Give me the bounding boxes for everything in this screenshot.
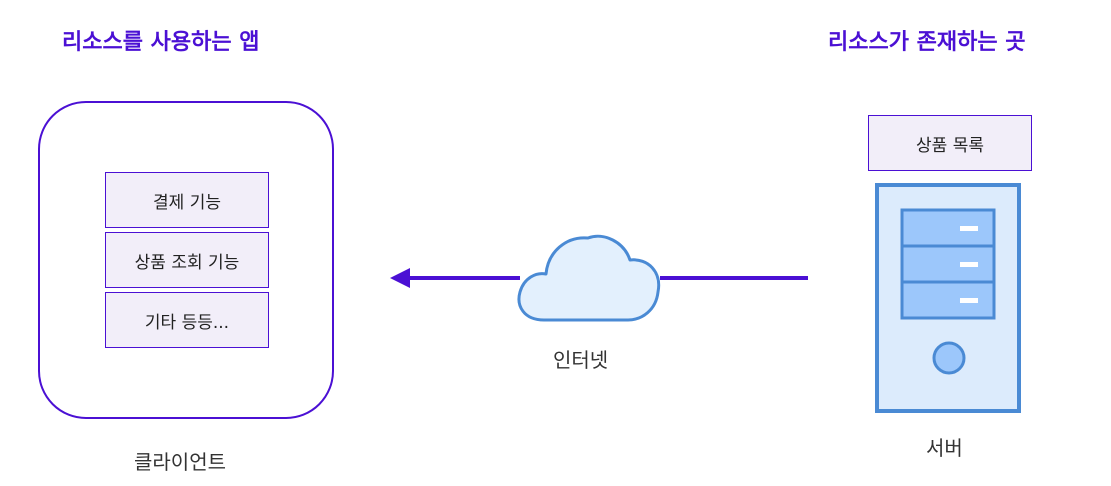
feature-product-lookup: 상품 조회 기능 [105, 232, 269, 288]
drive-bay-2 [900, 244, 996, 284]
drive-bay-1 [900, 208, 996, 248]
server-label: 서버 [926, 436, 963, 460]
internet-label: 인터넷 [553, 348, 609, 372]
power-button [932, 341, 966, 375]
resource-product-list: 상품 목록 [868, 115, 1032, 171]
server-tower-icon [875, 183, 1021, 413]
client-frame [38, 101, 334, 419]
server-side-heading: 리소스가 존재하는 곳 [828, 30, 1026, 55]
client-side-heading: 리소스를 사용하는 앱 [62, 30, 260, 55]
arrow-left-icon [390, 268, 520, 288]
feature-payment: 결제 기능 [105, 172, 269, 228]
cloud-icon [517, 234, 661, 322]
feature-etc: 기타 등등... [105, 292, 269, 348]
drive-bay-3 [900, 280, 996, 320]
client-label: 클라이언트 [134, 450, 226, 474]
